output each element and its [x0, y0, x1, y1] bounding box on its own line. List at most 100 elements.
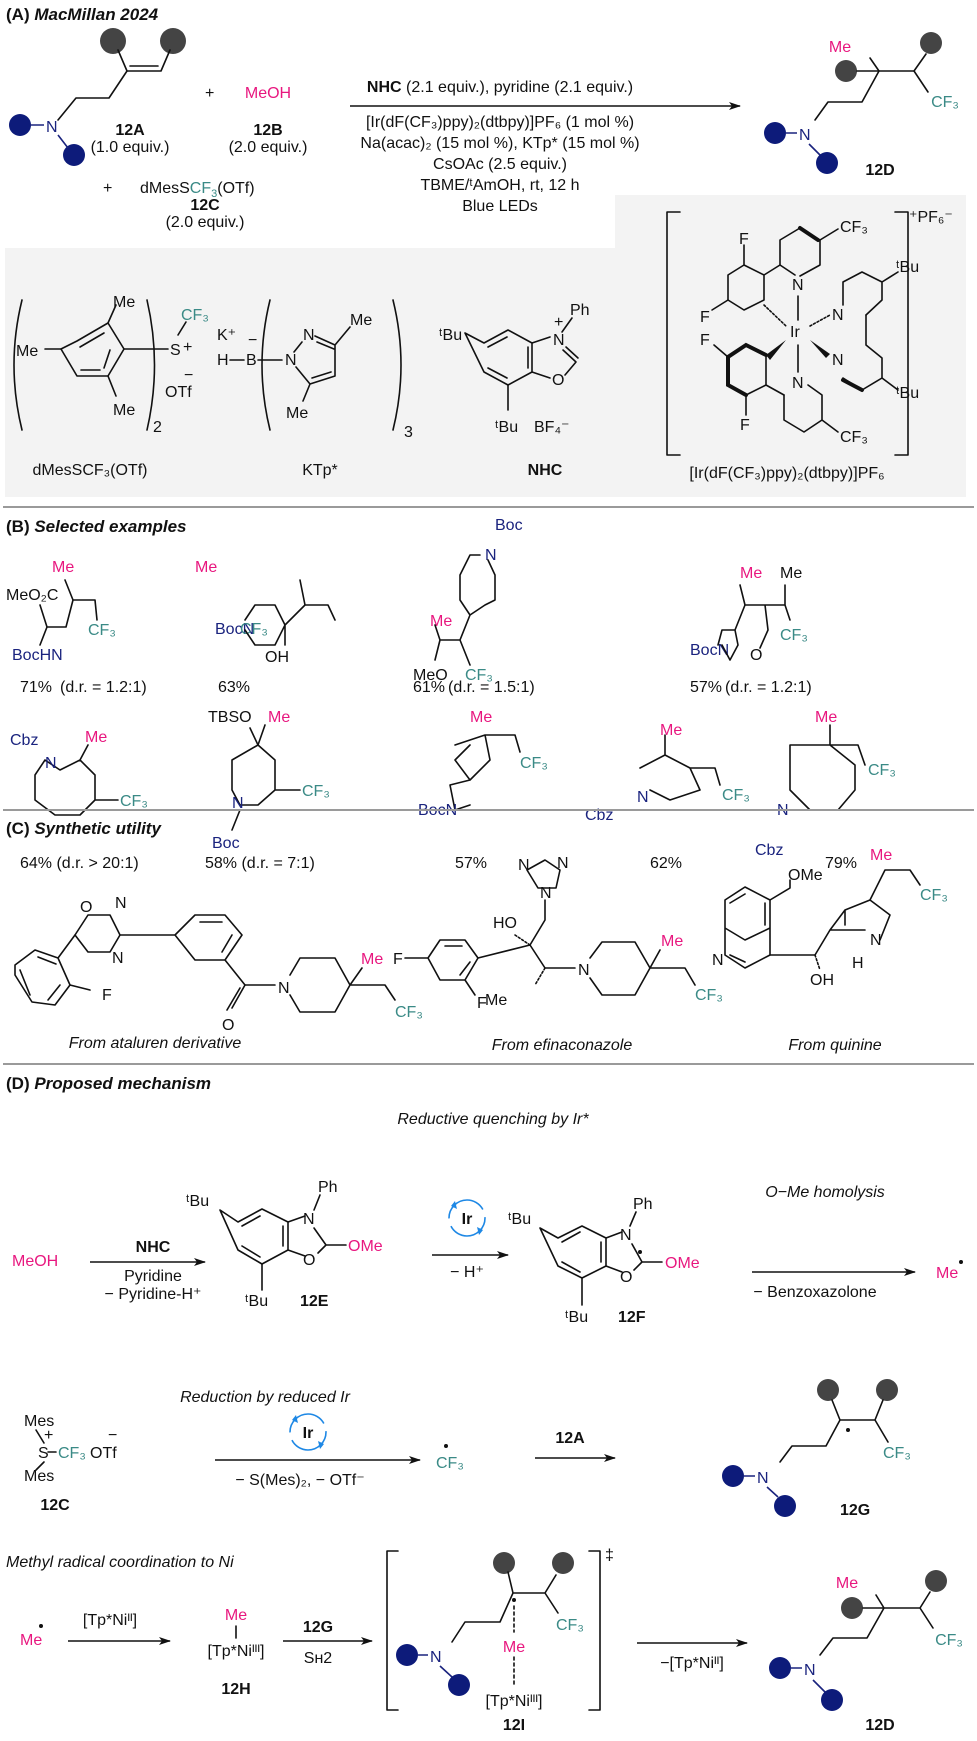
cf3-label: CF₃	[840, 429, 868, 446]
methyl-label: Me	[740, 565, 762, 582]
oxygen-atom: O	[620, 1269, 632, 1286]
product-12d: N Me CF₃ 12D	[769, 1570, 963, 1734]
diastereomeric-ratio: (d.r. = 1.2:1)	[725, 679, 812, 696]
reaction-conditions: NHC (2.1 equiv.), pyridine (2.1 equiv.) …	[350, 79, 741, 215]
fluorine-atom: F	[102, 987, 112, 1004]
methyl-label: Me	[361, 951, 383, 968]
methyl-label: Me	[829, 39, 851, 56]
tbu-label: ᵗBu	[186, 1193, 209, 1210]
methoxy-label: OMe	[788, 867, 823, 884]
nitrogen-atom: N	[557, 855, 569, 872]
compound-id: 12A	[115, 122, 145, 139]
methyl-label: Me	[16, 343, 38, 360]
tbu-label: ᵗBu	[245, 1293, 268, 1310]
substituent-label: Boc	[495, 517, 523, 534]
cf3-label: CF₃	[695, 987, 723, 1004]
arrow-reagent: 12A	[555, 1430, 585, 1447]
compound-id: 12D	[865, 162, 894, 179]
radical-dot	[959, 1260, 963, 1264]
tbu-label: ᵗBu	[495, 419, 518, 436]
condition-line: [Ir(dF(CF₃)ppy)₂(dtbpy)]PF₆ (1 mol %)	[366, 114, 634, 131]
cf3-label: CF₃	[840, 219, 868, 236]
arrow-byproduct: − Pyridine-H⁺	[105, 1286, 202, 1303]
nitrogen-atom: N	[712, 952, 724, 969]
amine-dot	[63, 144, 85, 166]
counterion: BF₄⁻	[534, 419, 569, 436]
structure-bonds	[231, 724, 301, 831]
charge: +	[183, 339, 192, 356]
compound-12c: dMesSCF3(OTf) 12C (2.0 equiv.)	[140, 180, 255, 231]
diastereomeric-ratio: (d.r. = 1.5:1)	[448, 679, 535, 696]
counterion: ⁺PF₆⁻	[909, 209, 953, 226]
boron-atom: B	[246, 352, 257, 369]
methyl-label: Me	[52, 559, 74, 576]
atom-n: N	[757, 1470, 769, 1487]
substituent-label: CF₃	[722, 787, 750, 804]
compound-id: 12F	[618, 1309, 646, 1326]
intermediate-12g: N CF₃ 12G	[722, 1379, 911, 1519]
yield: 62%	[650, 855, 682, 872]
nitrogen-atom: N	[485, 547, 497, 564]
substituent-dot	[876, 1379, 898, 1401]
amine-dot	[9, 114, 31, 136]
utility-ataluren: F O N N O N Me CF₃ From ataluren derivat…	[14, 895, 423, 1052]
nitrogen-atom: N	[620, 1227, 632, 1244]
double-dagger: ‡	[605, 1547, 614, 1564]
substituent-label: TBSO	[208, 709, 252, 726]
nickel-complex: [Tp*Niᴵᴵᴵ]	[208, 1643, 265, 1660]
methyl-label: Me	[870, 847, 892, 864]
condition-line: TBME/ᵗAmOH, rt, 12 h	[420, 177, 579, 194]
equiv-label: (2.0 equiv.)	[229, 139, 308, 156]
substituent-label: Me	[815, 709, 837, 726]
charge: −	[184, 367, 193, 384]
charge: −	[108, 1427, 117, 1444]
pyrazole-n: N	[285, 352, 297, 369]
mechanism-step-2: Reduction by reduced Ir Mes Mes S + CF₃ …	[24, 1379, 911, 1519]
step-heading: Reduction by reduced Ir	[180, 1389, 351, 1406]
structure-bonds	[639, 734, 721, 801]
section-b-label: (B) Selected examples	[6, 517, 187, 536]
reagent-name: [Ir(dF(CF₃)ppy)₂(dtbpy)]PF₆	[689, 465, 884, 482]
compound-id: 12B	[253, 122, 282, 139]
methyl-label: Me	[350, 312, 372, 329]
triflate-label: OTf	[165, 384, 192, 401]
substituent-label: BocN	[215, 621, 254, 638]
amine-dot	[769, 1657, 791, 1679]
compound-id: 12I	[503, 1717, 525, 1734]
cf3-label: CF₃	[883, 1445, 911, 1462]
substituent-dot	[100, 28, 126, 54]
substituent-dot	[493, 1552, 515, 1574]
substituent-dot	[552, 1552, 574, 1574]
sulfur-atom: S	[38, 1445, 49, 1462]
transition-state-12i: ‡ Me [Tp*Niᴵᴵᴵ] N CF₃ 12I	[386, 1547, 614, 1734]
radical-dot	[39, 1624, 43, 1628]
cycle-icon	[289, 1413, 327, 1451]
substituent-label: CF₃	[302, 783, 330, 800]
structure-bonds	[34, 744, 119, 816]
condition-line: Na(acac)₂ (15 mol %), KTp* (15 mol %)	[360, 135, 639, 152]
substituent-label: OH	[265, 649, 289, 666]
atom-n: N	[46, 119, 58, 136]
reagent-name: NHC	[528, 462, 563, 479]
cf3-label: CF₃	[240, 621, 268, 638]
nitrogen-atom: N	[792, 277, 804, 294]
compound-12d: N Me CF₃ 12D	[764, 32, 959, 179]
cf3-label: CF₃	[931, 94, 959, 111]
compound-id: 12C	[40, 1497, 70, 1514]
substituent-dot	[925, 1570, 947, 1592]
charge: −	[248, 332, 257, 349]
step-heading: Reductive quenching by Ir*	[397, 1111, 589, 1128]
example-3: Boc N Me MeO CF₃ 61% (d.r. = 1.5:1)	[413, 517, 535, 696]
multiplier: 2	[153, 419, 162, 436]
charge: +	[44, 1427, 53, 1444]
substituent-label: BocHN	[12, 647, 63, 664]
arrow-reagent: 12G	[303, 1619, 333, 1636]
sulfur-atom: S	[170, 342, 181, 359]
plus-sign: +	[205, 85, 214, 102]
charge: +	[554, 314, 563, 331]
radical-dot	[444, 1444, 448, 1448]
methyl-label: Me	[661, 933, 683, 950]
diastereomeric-ratio: (d.r. = 1.2:1)	[60, 679, 147, 696]
